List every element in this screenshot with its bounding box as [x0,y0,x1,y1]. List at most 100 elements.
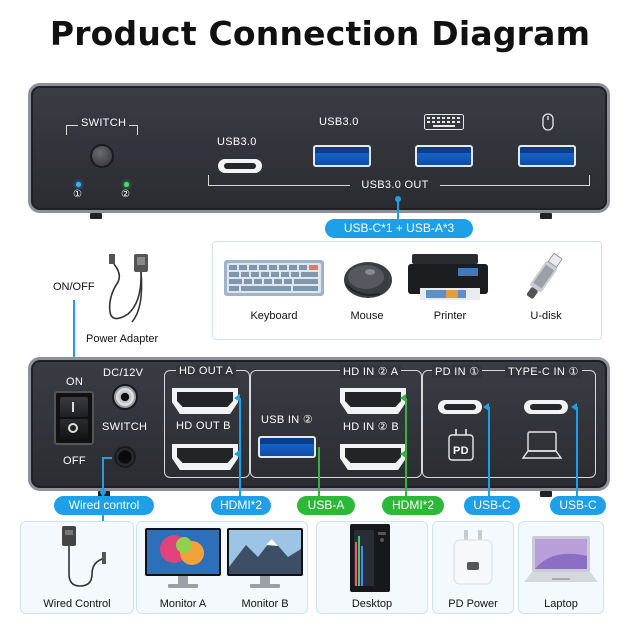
out-line-left [208,185,350,186]
pd-in-port[interactable] [438,400,482,414]
usbc-in-arrow-icon [571,403,577,411]
page-title: Product Connection Diagram [49,14,591,53]
connector-dot [395,196,401,202]
wired-line-h [102,457,112,459]
out-line-right [440,185,590,186]
device-label-desktop: Desktop [351,598,393,610]
pd-icon-text: PD [453,445,469,457]
charger-icon [448,528,498,588]
hd-out-a-label: HD OUT A [176,365,237,377]
hdmi-in-a-port[interactable] [340,388,406,414]
mouse-icon [340,258,394,300]
peripheral-label-keyboard: Keyboard [250,310,298,322]
device-label-monitor-a: Monitor A [159,598,207,610]
peripheral-label-udisk: U-disk [530,310,562,322]
device-foot [90,213,102,219]
hdmi-in-line [405,398,407,499]
usbc-pd-line [488,407,490,499]
onoff-label: ON/OFF [53,281,95,293]
usb-out-label: USB3.0 OUT [361,179,429,191]
charger-icon [446,428,476,462]
hdmi-out-callout: HDMI*2 [211,496,271,515]
desktop-tower-icon [344,522,396,594]
hdmi-out-a-port[interactable] [172,388,238,414]
device-label-wired-control: Wired Control [43,598,111,610]
laptop-icon [520,430,564,460]
usbc-pd-arrow-icon [483,403,489,411]
power-adapter-label: Power Adapter [86,333,159,345]
rocker-on-mark [72,402,74,412]
led-2 [124,182,129,187]
device-label-laptop: Laptop [544,598,578,610]
off-label: OFF [63,455,86,467]
peripheral-label-printer: Printer [433,310,467,322]
usb-a-line [318,447,320,499]
rocker-top [60,397,88,417]
switch-button[interactable] [90,144,114,168]
usba-port-1[interactable] [313,145,371,167]
usb-a-callout: USB-A [297,496,355,515]
usbc-pd-callout: USB-C [464,496,520,515]
keyboard-icon [224,258,324,298]
laptop-icon [522,534,600,586]
connector-line [397,200,399,219]
rocker-off-mark [68,423,78,433]
usb-drive-icon [516,252,572,304]
power-rocker-switch[interactable] [54,391,94,445]
wired-drop [102,515,104,521]
power-line [73,300,75,360]
usbc-in-line [576,407,578,499]
hdmi-in-a-arrow-icon [400,394,406,402]
peripheral-label-mouse: Mouse [350,310,384,322]
usb-in-label: USB IN ② [261,414,313,426]
hdmi-in-b-port[interactable] [340,444,406,470]
usbc-in-callout: USB-C [550,496,606,515]
device-label-pd-power: PD Power [448,598,498,610]
wired-control-callout: Wired control [54,496,154,515]
typec-in-port[interactable] [524,400,568,414]
hdmi-in-b-arrow-icon [400,450,406,458]
device-label-monitor-b: Monitor B [241,598,289,610]
usb-count-callout: USB-C*1 + USB-A*3 [325,219,473,238]
printer-icon [406,252,494,304]
usbc-port-label: USB3.0 [217,136,257,148]
device-card-wired-control [20,521,134,614]
usba-port-3[interactable] [518,145,576,167]
keyboard-icon [424,114,464,130]
monitor-icon [226,527,304,591]
hd-out-b-label: HD OUT B [176,420,231,432]
hd-in-a-label: HD IN ② A [340,365,402,378]
device-foot [540,213,552,219]
usb-in-port[interactable] [258,436,316,458]
pd-in-label: PD IN ① [432,365,483,378]
wired-line [102,458,104,496]
led-1-label: ① [73,189,83,200]
wired-control-jack[interactable] [114,446,136,468]
on-label: ON [66,376,84,388]
typec-in-label: TYPE-C IN ① [505,365,582,378]
led-2-label: ② [121,189,131,200]
power-adapter-icon [98,252,158,332]
switch-label: SWITCH [78,117,130,129]
bottom-switch-label: SWITCH [102,421,148,433]
device-foot [540,491,552,497]
hdmi-out-b-arrow-icon [234,450,240,458]
hdmi-in-callout: HDMI*2 [382,496,444,515]
monitor-icon [144,527,222,591]
hd-in-b-label: HD IN ② B [343,421,399,433]
hdmi-out-line [239,398,241,499]
hdmi-out-a-arrow-icon [234,394,240,402]
usba-port-2[interactable] [415,145,473,167]
out-tick-right [589,175,590,185]
dc-jack[interactable] [112,384,138,410]
usba-port-label: USB3.0 [319,116,359,128]
out-tick-left [208,175,209,185]
usbc-port[interactable] [218,159,262,173]
hdmi-out-b-port[interactable] [172,444,238,470]
hd-in-frame [250,370,422,478]
led-1 [76,182,81,187]
rocker-bottom [60,419,88,439]
wired-control-icon [56,524,116,594]
dc-label: DC/12V [103,367,144,379]
mouse-icon [542,113,554,131]
